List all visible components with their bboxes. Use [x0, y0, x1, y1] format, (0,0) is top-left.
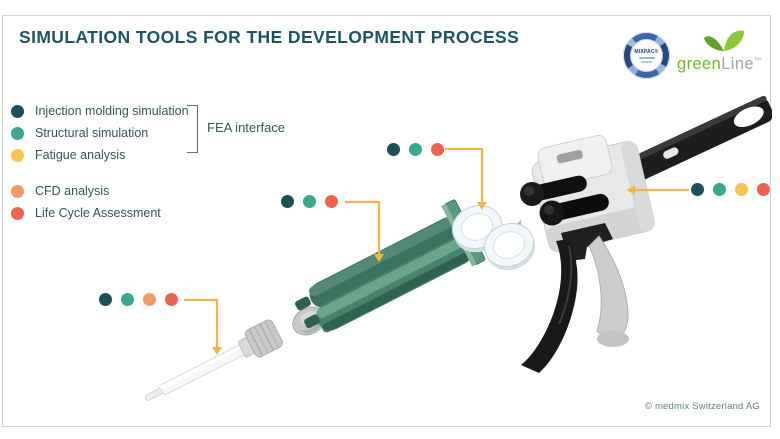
cluster-dot	[143, 293, 156, 306]
gun-body	[531, 141, 655, 252]
gun-handle-highlight	[558, 245, 573, 325]
fea-interface-label: FEA interface	[207, 120, 286, 135]
cluster-dot	[99, 293, 112, 306]
connector-lines	[184, 147, 689, 355]
cluster-dot	[431, 143, 444, 156]
cluster-dot	[121, 293, 134, 306]
gun-trigger	[588, 235, 629, 344]
legend-label: Structural simulation	[35, 126, 149, 140]
mixpac-logo-decoration	[641, 60, 652, 63]
piston-caps	[451, 204, 535, 271]
greenline-logo: greenLine™	[677, 29, 773, 81]
connector-cartridge	[345, 200, 381, 254]
cartridge	[295, 199, 486, 333]
static-mixer	[144, 319, 283, 401]
cluster-cartridge	[281, 195, 338, 208]
page-title: SIMULATION TOOLS FOR THE DEVELOPMENT PRO…	[19, 27, 520, 47]
cluster-dot	[281, 195, 294, 208]
gun-plunger-rods	[520, 175, 609, 226]
mixpac-logo: MIXPAC®	[623, 32, 670, 79]
cluster-dot	[325, 195, 338, 208]
cluster-dot	[757, 183, 770, 196]
cluster-dispenser	[691, 183, 770, 196]
legend-label: Fatigue analysis	[35, 148, 126, 162]
mixpac-logo-text: MIXPAC®	[634, 48, 659, 55]
connector-piston-caps	[445, 147, 484, 202]
mixpac-logo-decoration	[638, 56, 655, 59]
legend-item-injection: Injection molding simulation	[11, 104, 189, 118]
legend-label: Life Cycle Assessment	[35, 206, 161, 220]
cluster-dot	[303, 195, 316, 208]
gun-handle	[521, 239, 578, 373]
connector-static-mixer	[184, 298, 219, 347]
cluster-dot	[165, 293, 178, 306]
legend-label: Injection molding simulation	[35, 104, 189, 118]
cluster-dot	[735, 183, 748, 196]
gun-support-ledge	[561, 223, 613, 261]
cluster-dot	[691, 183, 704, 196]
product-illustration	[144, 95, 772, 401]
legend-dot-structural	[11, 126, 24, 140]
outlet-cap	[292, 306, 326, 336]
trademark-symbol: ™	[754, 55, 762, 65]
slide-canvas: SIMULATION TOOLS FOR THE DEVELOPMENT PRO…	[2, 15, 773, 427]
cluster-dot	[387, 143, 400, 156]
legend-item-lca: Life Cycle Assessment	[11, 206, 161, 220]
copyright-notice: © medmix Switzerland AG	[644, 401, 760, 412]
gun-top-cap	[537, 134, 613, 188]
legend-dot-lca	[11, 206, 24, 220]
cluster-dot	[713, 183, 726, 196]
leaf-icon	[704, 30, 744, 51]
legend-dot-cfd	[11, 184, 24, 198]
exploded-pointer	[513, 220, 521, 232]
dispenser-gun	[520, 95, 772, 373]
legend-item-cfd: CFD analysis	[11, 184, 109, 198]
cluster-static-mixer	[99, 293, 178, 306]
greenline-logo-text: greenLine™	[677, 55, 762, 73]
fea-bracket	[187, 105, 198, 153]
legend-item-structural: Structural simulation	[11, 126, 148, 140]
legend-item-fatigue: Fatigue analysis	[11, 148, 125, 162]
mixpac-logo-center: MIXPAC®	[630, 39, 663, 72]
legend-dot-injection	[11, 104, 24, 118]
legend-dot-fatigue	[11, 148, 24, 162]
cluster-piston-caps	[387, 143, 444, 156]
gun-trigger-base	[597, 331, 629, 347]
legend-label: CFD analysis	[35, 184, 110, 198]
cluster-dot	[409, 143, 422, 156]
